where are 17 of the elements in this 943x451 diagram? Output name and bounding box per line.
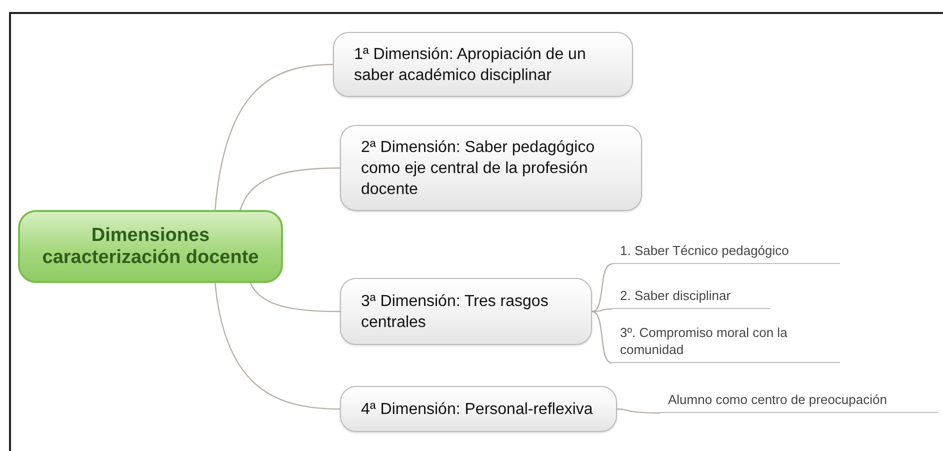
connector-line <box>239 167 340 212</box>
subtopic-label: 1. Saber Técnico pedagógico <box>612 240 840 264</box>
connector-line <box>592 308 612 312</box>
subtopic-label: 3º. Compromiso moral con la comunidad <box>612 320 840 363</box>
central-topic: Dimensiones caracterización docente <box>18 210 283 283</box>
topic-box: 4ª Dimensión: Personal-reflexiva <box>340 386 617 432</box>
topic-box: 3ª Dimensión: Tres rasgos centrales <box>340 278 592 345</box>
connector-line <box>592 263 612 312</box>
connector-line <box>214 282 340 410</box>
connector-line <box>592 310 612 364</box>
connector-line <box>214 64 334 212</box>
connector-line <box>616 408 660 414</box>
subtopic-label: Alumno como centro de preocupación <box>660 389 938 413</box>
subtopic-label: 2. Saber disciplinar <box>612 285 770 309</box>
topic-box: 2ª Dimensión: Saber pedagógico como eje central de la profesión docente <box>340 125 642 211</box>
topic-box: 1ª Dimensión: Apropiación de un saber académico disciplinar <box>333 32 633 97</box>
connector-line <box>249 282 340 312</box>
